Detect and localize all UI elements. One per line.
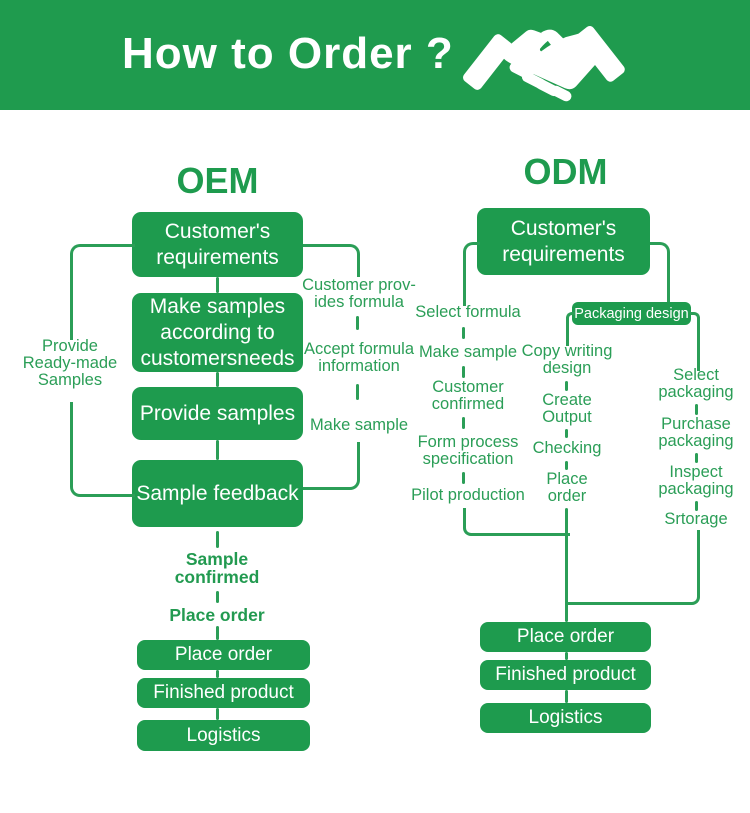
connector-elbow-odm-right-bottom: [567, 530, 700, 605]
connector-elbow-odm-left-bottom: [463, 508, 570, 536]
oem-label-accept-formula: Accept formula information: [303, 340, 415, 375]
oem-box-sample-feedback: Sample feedback: [132, 460, 303, 527]
connector-line: [215, 440, 219, 460]
oem-label-customer-provides-formula: Customer prov- ides formula: [302, 276, 416, 311]
handshake-icon: [463, 26, 625, 102]
connector-line-odm-center: [564, 508, 568, 622]
odm-title: ODM: [523, 151, 608, 192]
connector-line: [215, 277, 219, 293]
connector-dash: [564, 461, 568, 470]
connector-line: [215, 708, 219, 720]
connector-dash: [461, 327, 465, 339]
connector-line: [215, 626, 219, 640]
odm-label-copy-writing-design: Copy writing design: [521, 342, 613, 377]
connector-elbow-oem-left-bottom: [70, 402, 135, 497]
odm-label-select-packaging: Select packaging: [658, 366, 734, 401]
oem-label-place-order: Place order: [169, 605, 265, 625]
connector-dash: [694, 453, 698, 463]
odm-label-create-output: Create Output: [542, 391, 592, 426]
oem-box-make-samples: Make samples according to customersneeds: [132, 293, 303, 372]
connector-dash: [461, 417, 465, 429]
oem-box-place-order: Place order: [137, 640, 310, 670]
connector-elbow-odm-left-top: [463, 242, 480, 306]
odm-label-select-formula: Select formula: [415, 303, 521, 321]
oem-label-make-sample: Make sample: [309, 416, 409, 434]
connector-elbow-oem-right-top: [303, 244, 360, 277]
page-title: How to Order ?: [122, 29, 454, 78]
connector-dash: [355, 384, 359, 400]
connector-line: [215, 670, 219, 678]
connector-dash: [694, 404, 698, 415]
odm-label-srtorage: Srtorage: [664, 510, 728, 528]
connector-line: [215, 372, 219, 387]
connector-dash: [694, 501, 698, 511]
oem-box-logistics: Logistics: [137, 720, 310, 751]
odm-box-place-order: Place order: [480, 622, 651, 652]
connector-line: [564, 652, 568, 660]
odm-box-packaging-design: Packaging design: [572, 302, 691, 325]
header-banner: How to Order ?: [0, 0, 750, 110]
connector-elbow-oem-right-bottom: [303, 442, 360, 490]
odm-label-inspect-packaging: Inspect packaging: [658, 463, 734, 498]
connector-elbow-odm-right-top: [650, 242, 670, 306]
odm-label-pilot-production: Pilot production: [411, 486, 525, 504]
odm-box-finished-product: Finished product: [480, 660, 651, 690]
oem-box-customers-requirements: Customer's requirements: [132, 212, 303, 277]
connector-dash: [461, 366, 465, 378]
odm-label-place-order-mid: Place order: [546, 470, 588, 505]
odm-label-checking: Checking: [532, 439, 602, 457]
connector-dash: [564, 381, 568, 391]
oem-label-provide-ready-made: Provide Ready-made Samples: [22, 337, 118, 389]
oem-box-provide-samples: Provide samples: [132, 387, 303, 440]
odm-label-customer-confirmed: Customer confirmed: [431, 378, 505, 413]
connector-dash: [355, 316, 359, 330]
connector-dash: [461, 472, 465, 484]
connector-elbow-packaging-left: [566, 312, 575, 346]
oem-title: OEM: [176, 160, 259, 201]
odm-label-purchase-packaging: Purchase packaging: [658, 415, 734, 450]
odm-box-logistics: Logistics: [480, 703, 651, 733]
connector-elbow-oem-left-top: [70, 244, 135, 340]
oem-box-finished-product: Finished product: [137, 678, 310, 708]
connector-elbow-packaging-right: [690, 312, 700, 371]
odm-label-form-process-specification: Form process specification: [417, 433, 519, 468]
connector-dash: [215, 591, 219, 603]
connector-dash: [564, 429, 568, 438]
oem-label-sample-confirmed: Sample confirmed: [174, 549, 260, 587]
odm-box-customers-requirements: Customer's requirements: [477, 208, 650, 275]
connector-line: [564, 690, 568, 703]
connector-line: [215, 531, 219, 548]
odm-label-make-sample: Make sample: [418, 343, 518, 361]
